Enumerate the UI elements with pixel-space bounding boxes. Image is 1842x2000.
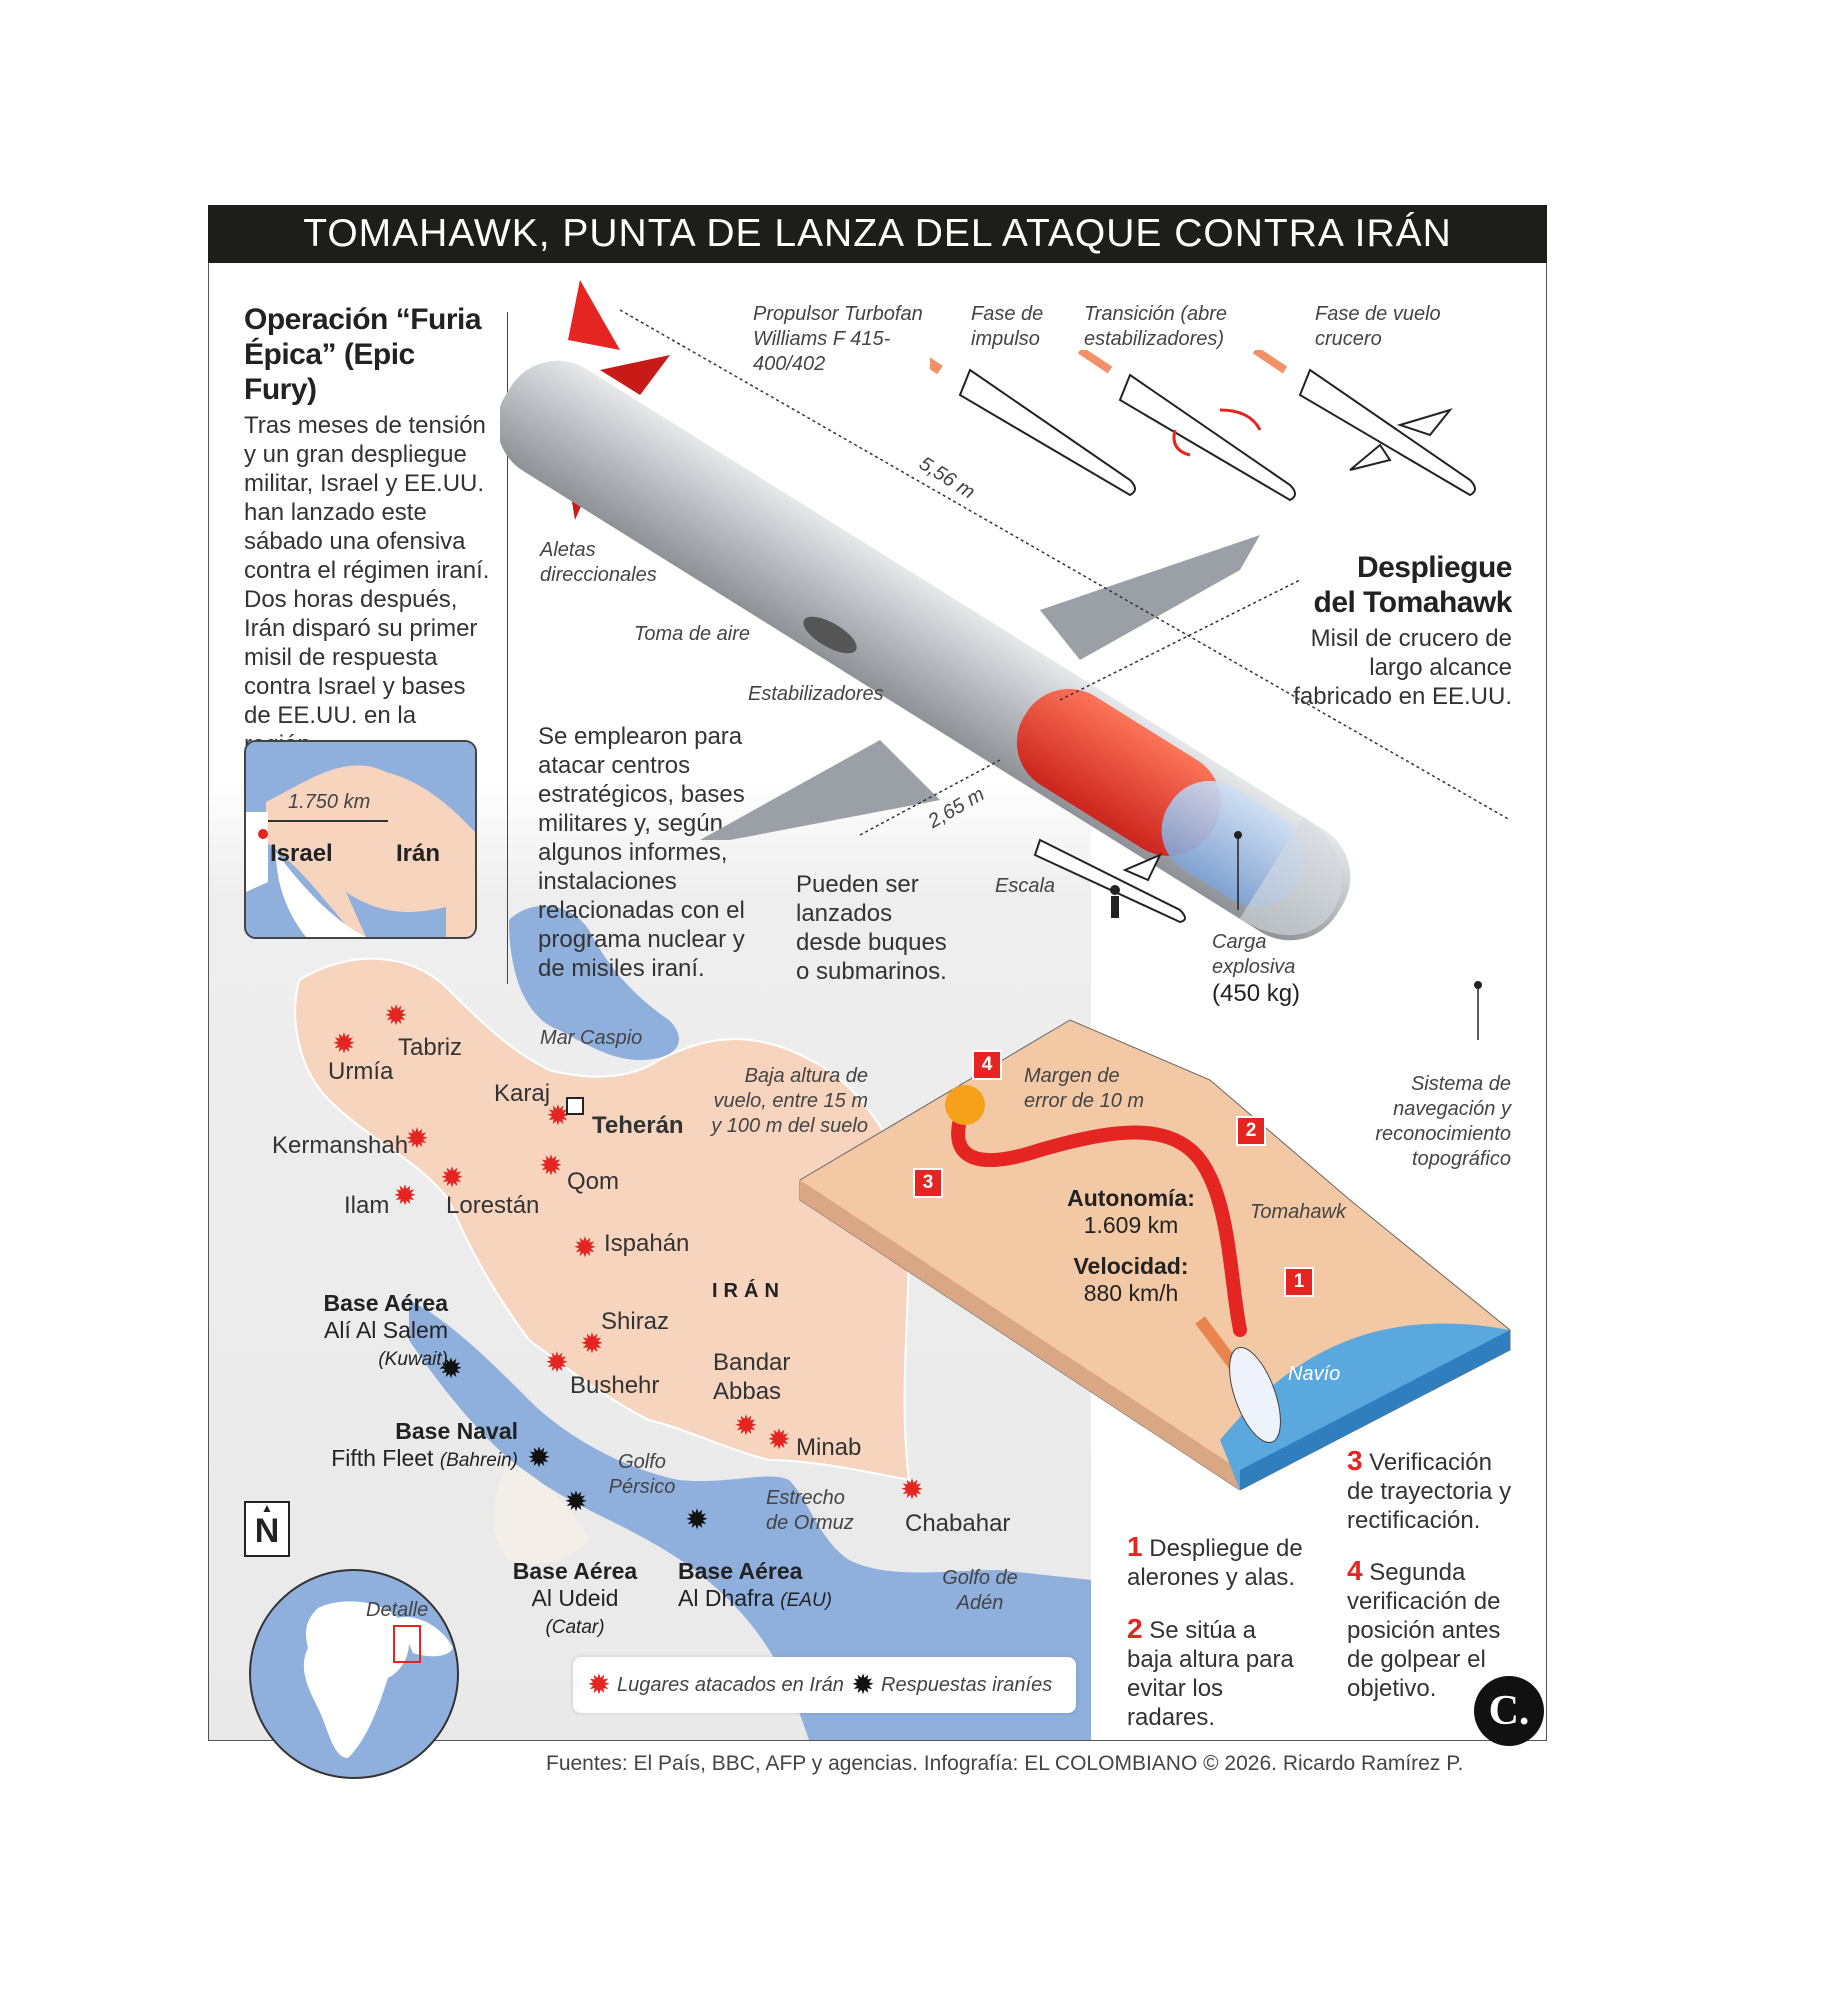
city-isfahan: Ispahán [604,1230,690,1257]
stabilizers-label: Estabilizadores [748,683,884,705]
base-kuwait: Base Aérea Alí Al Salem (Kuwait) [323,1290,448,1370]
intro-body: Tras meses de tensión y un gran desplieg… [244,412,490,758]
base-qatar: Base Aérea Al Udeid (Catar) [512,1558,638,1638]
launch-text: Pueden ser lanzados desde buques o subma… [796,871,947,985]
legend-responses: Respuestas iraníes [881,1674,1053,1696]
divider-line [507,312,508,984]
step-3: 3 Verificación de trayectoria y rectific… [1347,1445,1512,1534]
attack-star-icon: ✹ [767,1424,791,1455]
ship-label: Navío [1288,1363,1341,1385]
attack-star-icon: ✹ [734,1410,758,1441]
north-arrow-icon: ▲ N [244,1501,290,1557]
el-colombiano-logo: C. [1474,1676,1544,1746]
warhead-label: Carga explosiva (450 kg) [1212,931,1301,1007]
caspian-label: Mar Caspio [540,1027,643,1049]
attack-star-icon: ✹ [332,1028,356,1059]
phase-impulse-label: Fase de impulso [971,303,1044,350]
attack-star-icon: ✹ [405,1123,429,1154]
person-icon [1110,885,1120,918]
response-star-icon: ✹ [527,1442,551,1473]
city-lorestan: Lorestán [446,1192,540,1219]
globe-detail-label: Detalle [366,1599,429,1621]
inset-map: 1.750 km Israel Irán [244,740,477,939]
gulf-persian-label: Golfo Pérsico [608,1451,676,1498]
scale-illustration [1033,838,1186,924]
attack-star-icon: ✹ [539,1150,563,1181]
propulsor-label: Propulsor Turbofan Williams F 415-400/40… [753,303,923,375]
city-qom: Qom [567,1168,620,1195]
step-1: 1 Despliegue de alerones y alas. [1127,1531,1303,1591]
inset-iran-label: Irán [396,840,441,867]
page-title: TOMAHAWK, PUNTA DE LANZA DEL ATAQUE CONT… [208,205,1547,263]
flight-phases [930,350,1476,502]
tomahawk-label: Tomahawk [1250,1201,1346,1223]
globe-locator [249,1569,459,1779]
inset-israel-label: Israel [270,840,333,867]
attack-star-icon: ✹ [546,1100,570,1131]
city-urmia: Urmía [328,1058,394,1085]
city-minab: Minab [796,1434,862,1461]
response-star-icon: ✹ [851,1669,875,1700]
scale-label: Escala [995,875,1056,897]
city-bushehr: Bushehr [570,1372,660,1399]
step-badge-3: 3 [913,1168,943,1198]
response-star-icon: ✹ [564,1486,588,1517]
step-badge-4: 4 [972,1050,1002,1080]
city-chabahar: Chabahar [905,1510,1011,1537]
response-star-icon: ✹ [685,1504,709,1535]
attack-star-icon: ✹ [587,1669,611,1700]
gulf-aden-label: Golfo de Adén [942,1567,1018,1614]
iran-country-label: IRÁN [712,1280,785,1302]
legend-attacked: Lugares atacados en Irán [617,1674,844,1696]
inset-distance: 1.750 km [288,791,371,813]
error-margin-label: Margen de error de 10 m [1024,1065,1145,1112]
attack-star-icon: ✹ [440,1162,464,1193]
step-2: 2 Se sitúa a baja altura para evitar los… [1127,1613,1294,1731]
city-tabriz: Tabriz [398,1034,463,1061]
usage-text: Se emplearon para atacar centros estraté… [538,723,745,982]
infographic-frame [208,205,1547,1741]
distance-line [268,820,388,822]
step-badge-2: 2 [1236,1116,1266,1146]
phase-transition-label: Transición (abre estabilizadores) [1084,303,1228,350]
map-legend: ✹ Lugares atacados en Irán ✹ Respuestas … [573,1657,1076,1713]
phase-cruise-label: Fase de vuelo crucero [1315,303,1441,350]
step-4: 4 Segunda verificación de posición antes… [1347,1555,1501,1702]
city-ilam: Ilam [344,1192,390,1219]
attack-star-icon: ✹ [580,1328,604,1359]
strait-hormuz-label: Estrecho de Ormuz [766,1487,854,1534]
city-tehran: Teherán [592,1112,684,1139]
city-kermanshah: Kermanshah [272,1132,409,1159]
attack-star-icon: ✹ [545,1347,569,1378]
city-karaj: Karaj [494,1080,551,1107]
step-badge-1: 1 [1284,1267,1314,1297]
attack-star-icon: ✹ [384,1000,408,1031]
low-altitude-label: Baja altura de vuelo, entre 15 m y 100 m… [711,1065,868,1137]
globe-detail-box [393,1625,421,1663]
air-intake-label: Toma de aire [634,623,750,645]
region-map [209,780,1091,1740]
attack-star-icon: ✹ [393,1180,417,1211]
base-uae: Base Aérea Al Dhafra (EAU) [678,1558,832,1611]
footer-sources: Fuentes: El País, BBC, AFP y agencias. I… [546,1752,1464,1775]
city-shiraz: Shiraz [601,1308,670,1335]
terrain-diagram [799,1019,1511,1490]
capital-icon [566,1097,584,1115]
specs-block: Autonomía: 1.609 km Velocidad: 880 km/h [1067,1185,1195,1306]
tomahawk-illustration [500,280,1511,1040]
attack-star-icon: ✹ [900,1474,924,1505]
fins-label: Aletas direccionales [540,539,657,586]
base-bahrain: Base Naval Fifth Fleet (Bahrein) [331,1418,518,1471]
response-star-icon: ✹ [439,1353,463,1384]
navigation-label: Sistema de navegación y reconocimiento t… [1375,1073,1511,1170]
attack-star-icon: ✹ [573,1232,597,1263]
